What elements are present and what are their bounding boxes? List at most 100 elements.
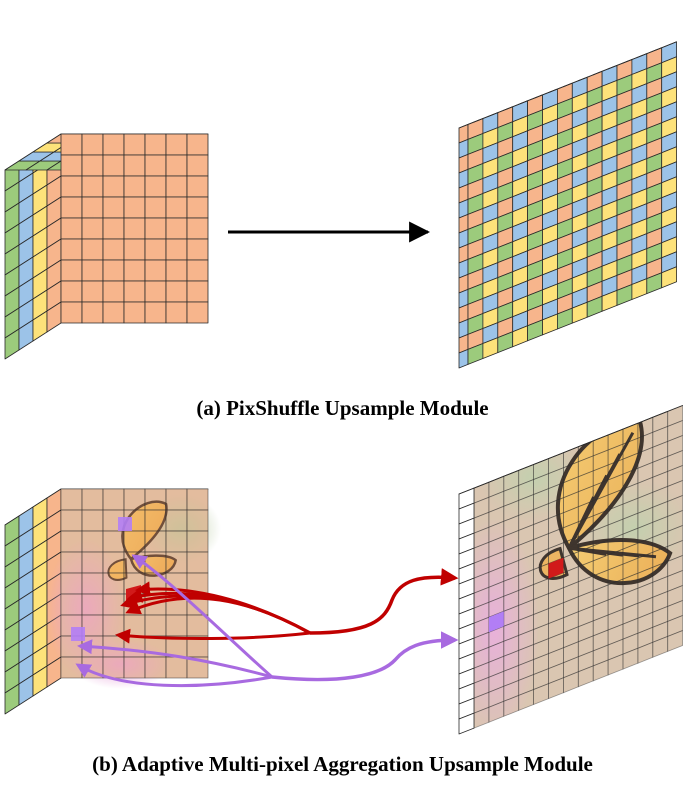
front-cell [186,614,209,637]
plane-cell [577,590,594,613]
plane-cell [667,555,683,577]
front-cell [165,238,188,261]
caption-a: (a) PixShuffle Upsample Module [196,396,489,420]
plane-cell [607,548,624,571]
plane-cell [667,465,683,487]
plane-cell [622,512,639,535]
plane-cell [637,446,654,469]
front-cell [102,154,125,177]
plane-cell [592,539,609,562]
plane-cell [622,602,639,625]
plane-cell [503,484,520,507]
plane-top-edge [458,405,683,495]
front-cell [186,196,209,219]
front-cell [102,614,125,637]
channel-side-column [18,506,34,706]
front-cell [123,635,146,658]
input-feature-block-a [4,133,209,360]
plane-side-edge [458,487,475,735]
front-cell [165,217,188,240]
plane-cell [607,443,624,466]
front-cell [102,196,125,219]
front-cell [144,154,167,177]
front-cell [165,175,188,198]
plane-cell [637,491,654,514]
plane-cell [533,533,549,555]
plane-cell [652,591,669,613]
plane-cell [637,641,654,664]
front-cell [102,175,125,198]
plane-cell [622,647,639,670]
plane-cell [488,670,505,693]
plane-cell [622,617,639,640]
plane-cell [652,621,669,643]
front-cell [81,175,104,198]
plane-cell [577,515,594,538]
plane-cell [548,602,564,624]
purple-output-arrow [271,631,459,682]
front-cell [144,572,167,595]
plane-cell [622,452,639,475]
plane-cell [533,683,549,705]
plane-cell [518,524,534,546]
front-cell [60,656,83,679]
front-cell [186,238,209,261]
plane-cell [518,689,534,711]
plane-cell [488,565,505,588]
front-cell [144,259,167,282]
plane-cell [577,650,594,673]
plane-cell [577,620,594,643]
plane-cell [533,473,549,495]
front-cell [144,551,167,574]
plane-cell [607,518,624,541]
plane-cell [503,515,520,537]
plane-cell [622,587,639,610]
plane-cell [607,503,624,526]
front-cell [60,196,83,219]
plane-cell [577,485,594,508]
plane-cell [622,542,639,565]
plane-cell [548,617,564,639]
plane-cell [607,473,624,496]
plane-cell [667,615,683,637]
front-cell [144,133,167,156]
plane-cell [518,629,534,651]
plane-cell [563,536,579,559]
plane-cell [548,467,564,490]
plane-cell [652,546,669,568]
front-cell [81,509,104,532]
plane-cell [518,644,534,666]
plane-cell [488,700,505,723]
plane-cell [488,685,505,708]
plane-cell [592,464,609,487]
plane-cell [667,570,683,592]
red-output-arrow [309,568,459,635]
plane-cell [652,576,669,598]
plane-cell [548,677,564,699]
front-cell [60,217,83,240]
front-cell [123,259,146,282]
plane-cell [577,560,594,583]
plane-cell [503,575,520,597]
top-edge-cell [652,41,677,52]
front-cell [123,133,146,156]
plane-cell [563,476,579,499]
plane-cell [518,554,534,576]
front-cell [186,280,209,303]
front-cell [165,301,188,324]
caption-b: (b) Adaptive Multi-pixel Aggregation Ups… [92,752,593,776]
plane-front-grid [473,405,683,729]
plane-cell [637,551,654,574]
plane-cell [577,455,594,478]
plane-cell [592,659,609,682]
plane-cell [577,575,594,598]
front-cell [144,280,167,303]
plane-cell [667,525,683,547]
front-cell [60,259,83,282]
plane-cell [652,561,669,583]
plane-cell [607,593,624,616]
plane-cell [548,632,564,654]
front-cell [165,280,188,303]
block-side-face [4,142,48,360]
